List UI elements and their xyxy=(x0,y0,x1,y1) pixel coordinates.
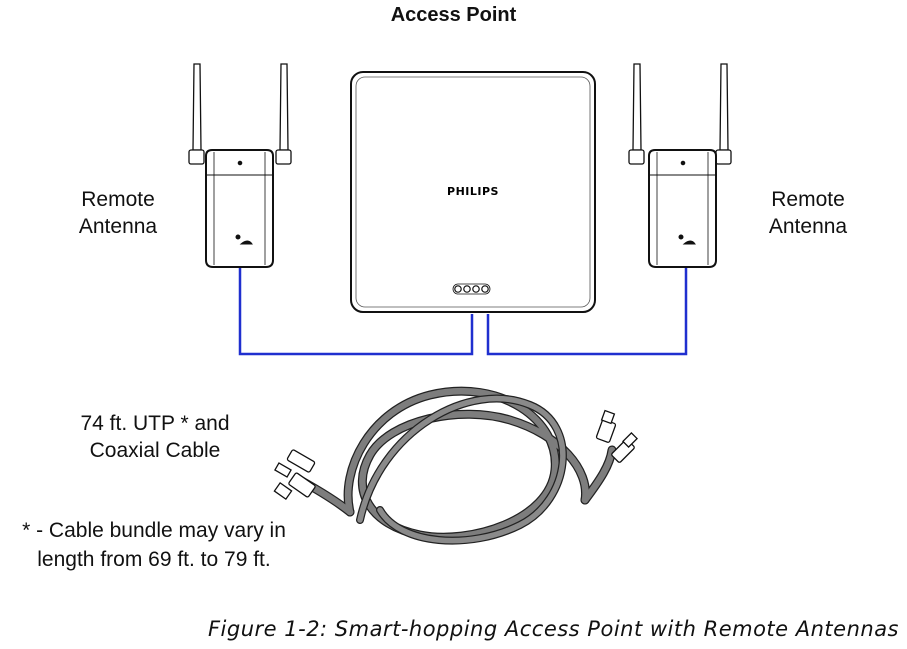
cable-label-line-1: 74 ft. UTP * and xyxy=(80,412,230,435)
access-point-brand: PHILIPS xyxy=(447,185,499,198)
left-antenna-label-line-2: Antenna xyxy=(78,215,158,238)
footnote-line-1: * - Cable bundle may vary in xyxy=(22,519,286,542)
footnote-line-2: length from 69 ft. to 79 ft. xyxy=(37,548,271,571)
cable-bundle xyxy=(273,386,638,545)
right-antenna-rod-1 xyxy=(632,63,642,151)
access-point-device: PHILIPS xyxy=(350,71,596,313)
status-leds xyxy=(454,285,489,293)
left-antenna-rod-1 xyxy=(192,63,202,151)
left-antenna-label: Remote Antenna xyxy=(58,186,178,240)
right-antenna-label-line-2: Antenna xyxy=(768,215,848,238)
cable-label-line-2: Coaxial Cable xyxy=(89,439,221,462)
cable-label: 74 ft. UTP * and Coaxial Cable xyxy=(60,410,250,464)
left-remote-antenna xyxy=(188,63,292,268)
diagram-title: Access Point xyxy=(390,4,517,26)
left-antenna-link xyxy=(238,266,474,356)
right-antenna-label-line-1: Remote xyxy=(771,188,845,211)
left-antenna-rod-2 xyxy=(279,63,289,151)
figure-caption: Figure 1-2: Smart-hopping Access Point w… xyxy=(207,617,899,641)
right-remote-antenna xyxy=(628,63,732,268)
left-cable-connectors xyxy=(273,449,316,501)
right-cable-connectors xyxy=(595,409,638,463)
footnote: * - Cable bundle may vary in length from… xyxy=(4,516,304,574)
right-antenna-rod-2 xyxy=(719,63,729,151)
left-antenna-label-line-1: Remote xyxy=(81,188,155,211)
right-antenna-label: Remote Antenna xyxy=(748,186,868,240)
right-antenna-link xyxy=(486,266,688,356)
connection-lines xyxy=(238,266,688,356)
